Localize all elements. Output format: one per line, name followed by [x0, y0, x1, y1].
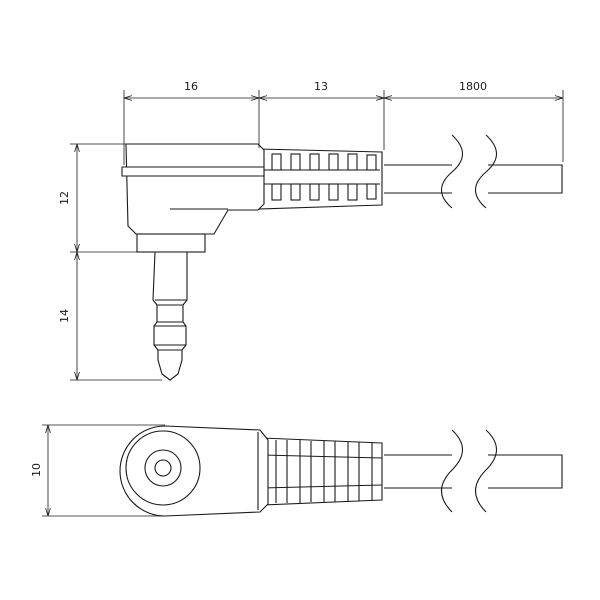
dim-label-10: 10	[30, 463, 43, 477]
top-view: 10	[30, 424, 563, 517]
dim-label-16: 16	[184, 80, 198, 93]
dim-label-1800: 1800	[459, 80, 487, 93]
cable-side	[384, 134, 563, 209]
dimension-top	[123, 90, 564, 165]
dim-label-12: 12	[58, 191, 71, 205]
plug-body-side	[121, 143, 265, 235]
plug-pin-side	[152, 251, 188, 381]
plug-socket-top	[125, 430, 201, 506]
strain-relief-side	[257, 148, 383, 210]
cable-top	[384, 429, 563, 513]
dim-label-13: 13	[314, 80, 328, 93]
plug-collar	[136, 233, 206, 253]
strain-relief-top	[261, 437, 383, 506]
side-view: 16 13 1800 12 14	[58, 80, 564, 381]
dimension-left	[70, 143, 162, 381]
dimension-thickness	[42, 424, 165, 517]
dim-label-14: 14	[58, 309, 71, 323]
